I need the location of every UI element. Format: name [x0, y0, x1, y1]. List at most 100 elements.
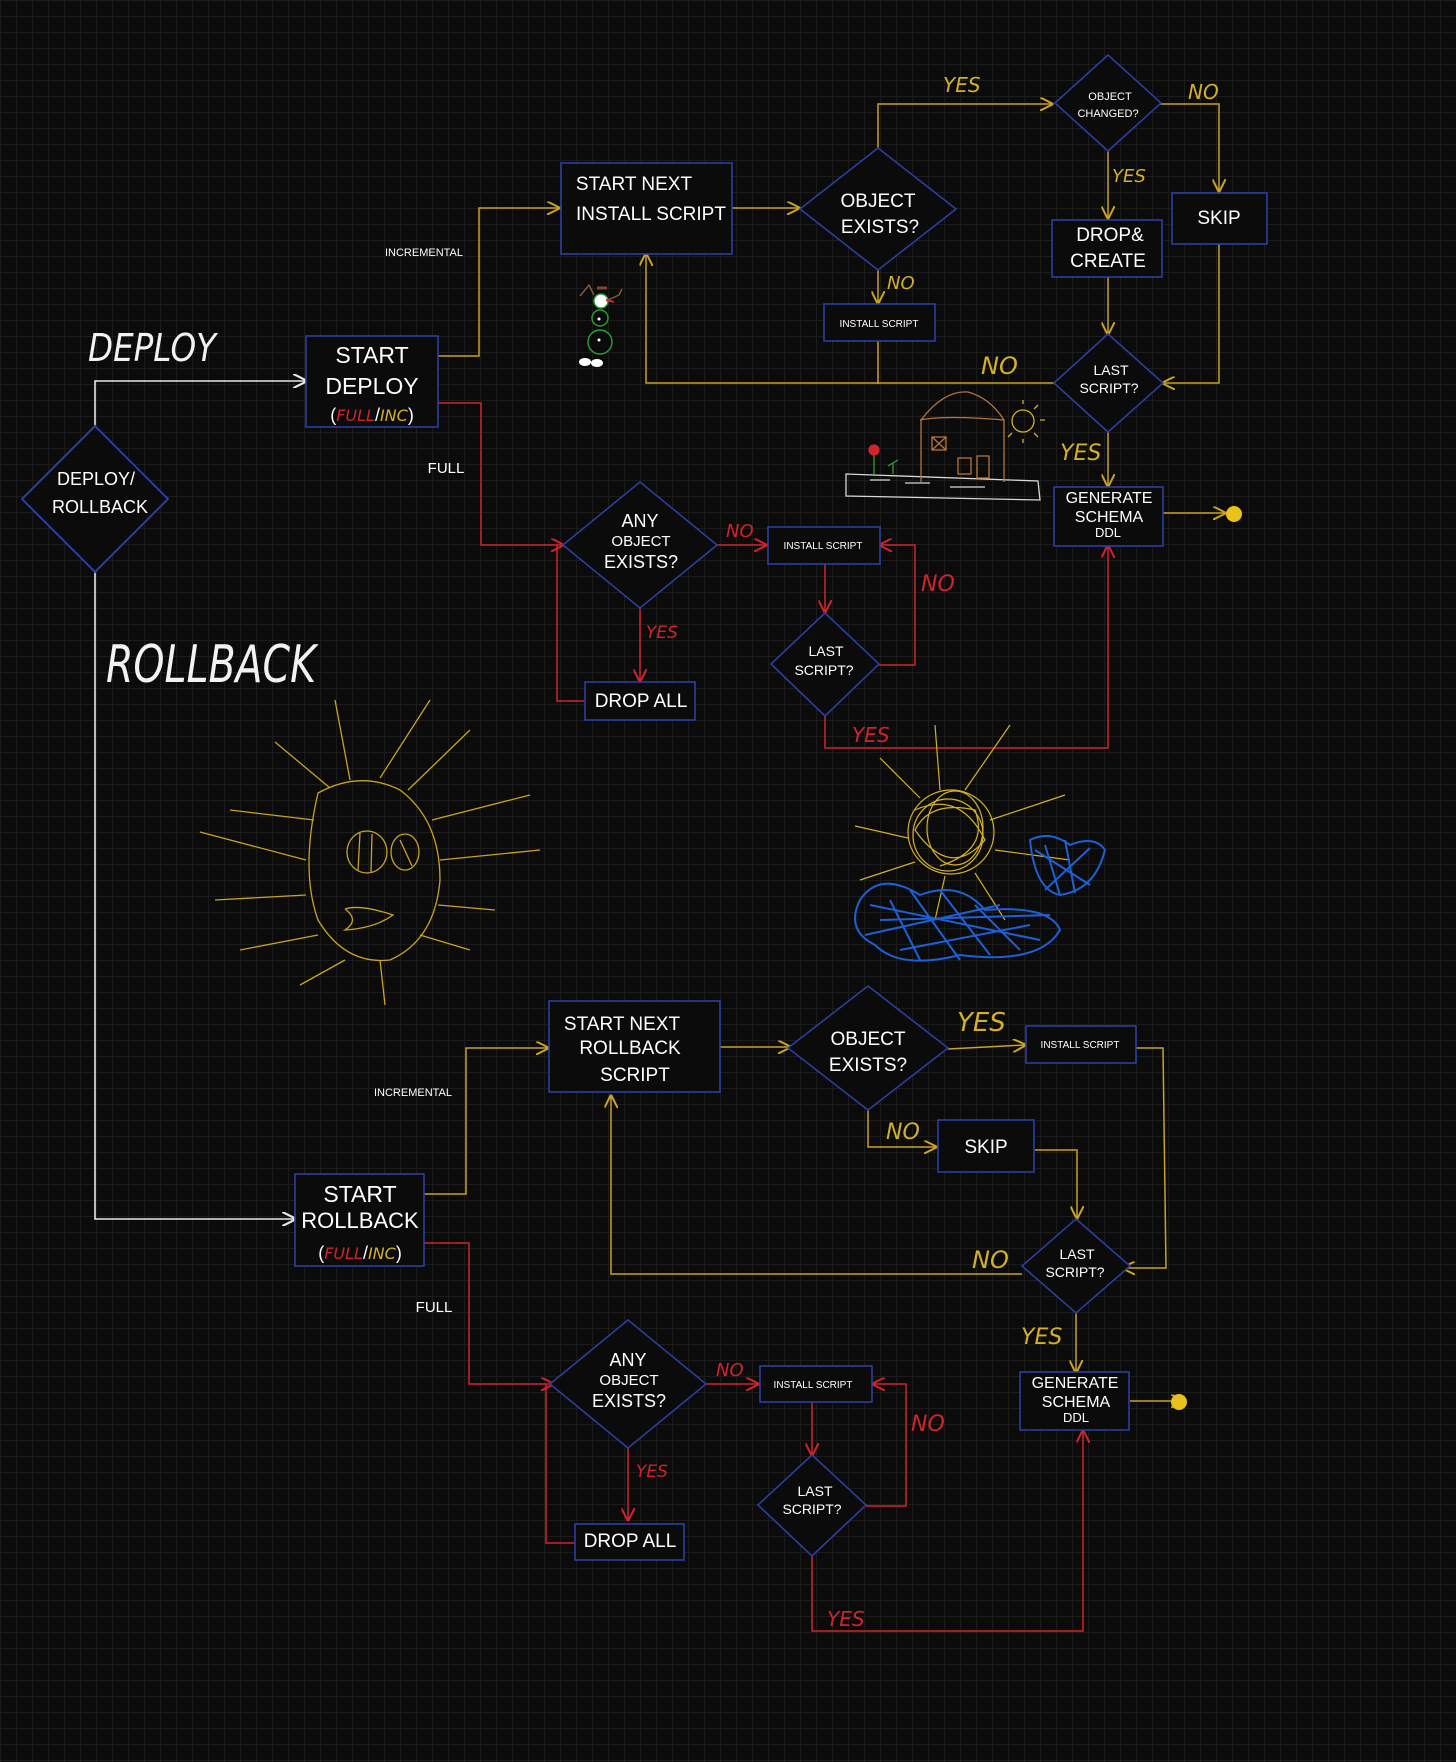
object-exists-decision-rollback [786, 984, 950, 1112]
decision-label-line1: DEPLOY/ [57, 469, 135, 489]
rollback-end-dot [1171, 1394, 1187, 1410]
generate-line2-deploy: SCHEMA [1075, 509, 1144, 526]
install-script-full-box-deploy [767, 526, 881, 565]
yes-label-last-script-full-rollback: YES [827, 1607, 865, 1631]
yes-label-object-exists-rollback: YES [957, 1008, 1006, 1038]
full-label-rollback: FULL [416, 1299, 453, 1316]
deploy-section-label: DEPLOY [88, 326, 218, 370]
any-object-line1-rollback: ANY [609, 1350, 646, 1370]
yes-label-last-script-rollback: YES [1021, 1325, 1062, 1350]
last-script-full-line2-deploy: SCRIPT? [794, 662, 853, 678]
last-script-decision-rollback [1020, 1217, 1132, 1315]
any-object-line3-deploy: EXISTS? [604, 552, 678, 572]
yes-label-any-object-rollback: YES [636, 1462, 668, 1482]
skip-box-rollback [937, 1119, 1035, 1173]
install-script-full-label-rollback: INSTALL SCRIPT [774, 1380, 853, 1391]
object-changed-line1: OBJECT [1088, 91, 1132, 103]
drop-all-label-deploy: DROP ALL [595, 691, 688, 712]
white-connectors [94, 381, 306, 1219]
rollback-incremental-connectors [424, 1045, 1183, 1401]
skip-box-deploy [1171, 192, 1268, 245]
inc-mode-label: INC [380, 406, 409, 425]
last-script-full-decision-deploy [769, 611, 881, 718]
start-next-rollback-box [548, 1000, 721, 1093]
full-label-deploy: FULL [428, 460, 465, 477]
drop-all-box-deploy [584, 681, 696, 721]
rollback-full-connectors [424, 1242, 1083, 1632]
last-script-line2-deploy: SCRIPT? [1079, 380, 1138, 396]
drop-create-line1: DROP& [1076, 225, 1144, 246]
any-object-line2-deploy: OBJECT [611, 533, 670, 550]
last-script-decision-deploy [1052, 332, 1165, 434]
no-label-object-exists-rollback: NO [886, 1120, 920, 1145]
incremental-label-deploy: INCREMENTAL [385, 247, 463, 259]
any-object-decision-rollback [548, 1318, 708, 1450]
yes-label-object-changed: YES [1112, 166, 1146, 187]
incremental-label-rollback: INCREMENTAL [374, 1087, 452, 1099]
object-exists-line2: EXISTS? [841, 217, 919, 238]
no-label-last-script-rollback: NO [972, 1246, 1009, 1274]
start-rollback-mode: (FULL/INC) [318, 1243, 402, 1263]
install-script-box-rollback [1025, 1025, 1137, 1064]
decision-label-line2: ROLLBACK [52, 497, 148, 517]
last-script-line1-rollback: LAST [1059, 1246, 1094, 1262]
deploy-end-dot [1226, 506, 1242, 522]
full-mode-label: FULL [336, 406, 375, 425]
generate-line2-rollback: SCHEMA [1042, 1394, 1111, 1411]
drop-create-box [1051, 219, 1163, 278]
yes-label-last-script: YES [1060, 441, 1101, 466]
yes-label-last-script-full-deploy: YES [852, 723, 890, 747]
start-rollback-box [294, 1173, 425, 1267]
no-label-object-exists: NO [887, 273, 915, 294]
next-rollback-line3: SCRIPT [600, 1065, 670, 1086]
next-install-line1: START NEXT [576, 174, 693, 195]
object-changed-line2: CHANGED? [1077, 108, 1138, 120]
start-deploy-mode: (FULL/INC) [330, 405, 414, 425]
install-script-box-deploy [823, 303, 936, 342]
start-next-install-box [560, 162, 733, 255]
object-exists-line2-rollback: EXISTS? [829, 1055, 907, 1076]
drop-all-label-rollback: DROP ALL [584, 1531, 677, 1552]
next-install-line2: INSTALL SCRIPT [576, 204, 726, 225]
sun-face-doodle [199, 699, 541, 1006]
start-deploy-line1: START [335, 342, 408, 368]
full-mode-label-rollback: FULL [324, 1244, 363, 1263]
next-rollback-line1: START NEXT [564, 1014, 681, 1035]
house-doodle [845, 391, 1045, 501]
object-exists-line1: OBJECT [841, 191, 916, 212]
object-exists-decision [798, 146, 958, 272]
yes-label-object-exists: YES [943, 73, 981, 97]
drop-create-line2: CREATE [1070, 251, 1146, 272]
last-script-full-line2-rollback: SCRIPT? [782, 1501, 841, 1517]
install-script-full-box-rollback [759, 1365, 873, 1403]
last-script-line2-rollback: SCRIPT? [1045, 1264, 1104, 1280]
skip-label-rollback: SKIP [964, 1137, 1007, 1158]
last-script-full-line1-deploy: LAST [808, 643, 843, 659]
drop-all-box-rollback [574, 1523, 685, 1561]
no-label-object-changed: NO [1188, 80, 1219, 104]
rollback-section-label: ROLLBACK [106, 635, 319, 695]
start-rollback-line2: ROLLBACK [301, 1208, 419, 1233]
no-label-last-script-full-deploy: NO [921, 572, 955, 597]
last-script-line1-deploy: LAST [1093, 362, 1128, 378]
start-rollback-line1: START [323, 1181, 396, 1207]
generate-line1-deploy: GENERATE [1066, 490, 1153, 507]
any-object-line1-deploy: ANY [621, 511, 658, 531]
install-script-label-deploy: INSTALL SCRIPT [840, 319, 919, 330]
deploy-incremental-connectors [438, 104, 1225, 513]
mode-separator: / [375, 405, 380, 425]
generate-ddl-box-deploy [1053, 486, 1164, 547]
deploy-full-connectors [438, 402, 1108, 749]
no-label-last-script: NO [981, 352, 1018, 380]
inc-mode-label-rollback: INC [368, 1244, 397, 1263]
no-label-any-object-rollback: NO [716, 1360, 744, 1381]
any-object-line3-rollback: EXISTS? [592, 1391, 666, 1411]
start-deploy-line2: DEPLOY [325, 373, 418, 399]
install-script-full-label-deploy: INSTALL SCRIPT [784, 541, 863, 552]
deploy-rollback-decision [20, 424, 170, 574]
object-changed-decision [1053, 53, 1163, 153]
install-script-label-rollback: INSTALL SCRIPT [1041, 1040, 1120, 1051]
skip-label-deploy: SKIP [1197, 208, 1240, 229]
